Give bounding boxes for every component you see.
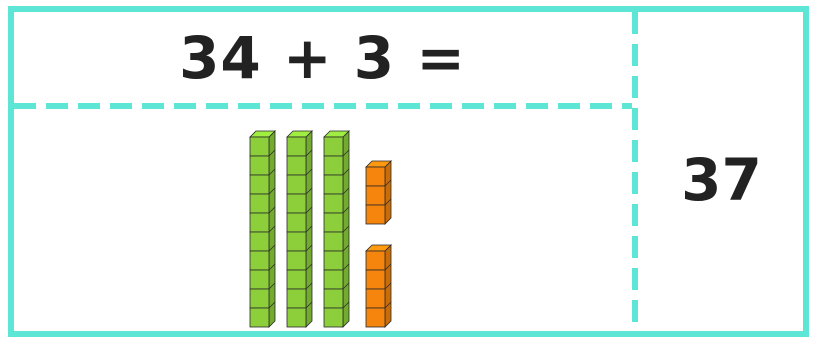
ones-cubes (366, 161, 391, 327)
tens-rods (250, 131, 349, 327)
ones-stack-upper (366, 161, 391, 224)
ones-stack-lower (366, 245, 391, 327)
ten-rod (287, 131, 312, 327)
ten-rod (250, 131, 275, 327)
ten-rod (324, 131, 349, 327)
